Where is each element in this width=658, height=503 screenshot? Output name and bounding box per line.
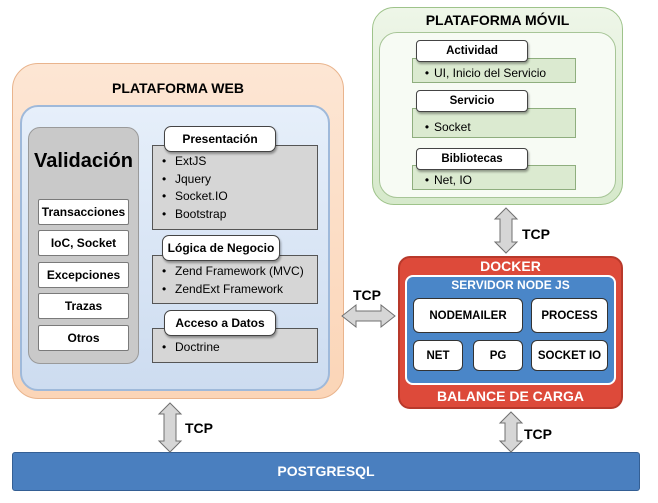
- tcp-arrow-docker-db: [498, 411, 524, 453]
- presentation-item: Bootstrap: [153, 206, 317, 224]
- tcp-arrow-web-docker: [341, 303, 396, 329]
- module-socket-io: SOCKET IO: [531, 340, 608, 371]
- presentation-layer-body: ExtJS Jquery Socket.IO Bootstrap: [152, 145, 318, 230]
- validation-item-transacciones: Transacciones: [38, 199, 129, 225]
- docker-title: DOCKER: [480, 258, 541, 274]
- activity-body: [412, 58, 576, 83]
- postgresql-label: POSTGRESQL: [277, 463, 375, 479]
- tcp-label-mobile-docker: TCP: [522, 226, 550, 242]
- tcp-label-web-db: TCP: [185, 420, 213, 436]
- presentation-item: Socket.IO: [153, 188, 317, 206]
- presentation-item: Jquery: [153, 171, 317, 189]
- validation-item-ioc-socket: IoC, Socket: [38, 230, 129, 256]
- libraries-text: •Net, IO: [424, 173, 473, 187]
- libraries-title: Bibliotecas: [416, 148, 528, 170]
- node-server-title: SERVIDOR NODE JS: [451, 278, 570, 292]
- activity-title: Actividad: [416, 40, 528, 62]
- data-access-layer-title: Acceso a Datos: [164, 310, 276, 336]
- validation-item-excepciones: Excepciones: [38, 262, 129, 288]
- module-nodemailer: NODEMAILER: [413, 298, 523, 333]
- business-logic-layer-title: Lógica de Negocio: [162, 235, 280, 261]
- tcp-arrow-web-db: [157, 402, 183, 453]
- validation-item-trazas: Trazas: [38, 293, 129, 319]
- tcp-label-docker-db: TCP: [524, 426, 552, 442]
- business-logic-item: Zend Framework (MVC): [153, 263, 317, 281]
- postgresql-database: [12, 452, 640, 491]
- load-balancer-label: BALANCE DE CARGA: [437, 388, 584, 404]
- mobile-platform-title: PLATAFORMA MÓVIL: [425, 12, 570, 28]
- activity-text: •UI, Inicio del Servicio: [424, 66, 547, 80]
- data-access-item: Doctrine: [153, 339, 317, 357]
- presentation-item: ExtJS: [153, 153, 317, 171]
- module-pg: PG: [473, 340, 523, 371]
- tcp-label-web-docker: TCP: [353, 287, 381, 303]
- presentation-layer-title: Presentación: [164, 126, 276, 152]
- web-platform-title: PLATAFORMA WEB: [112, 80, 244, 96]
- business-logic-item: ZendExt Framework: [153, 281, 317, 299]
- service-text: •Socket: [424, 120, 471, 134]
- service-title: Servicio: [416, 90, 528, 112]
- validation-item-otros: Otros: [38, 325, 129, 351]
- module-process: PROCESS: [531, 298, 608, 333]
- tcp-arrow-mobile-docker: [493, 207, 519, 254]
- module-net: NET: [413, 340, 463, 371]
- validation-title: Validación: [34, 150, 133, 172]
- business-logic-layer-body: Zend Framework (MVC) ZendExt Framework: [152, 255, 318, 304]
